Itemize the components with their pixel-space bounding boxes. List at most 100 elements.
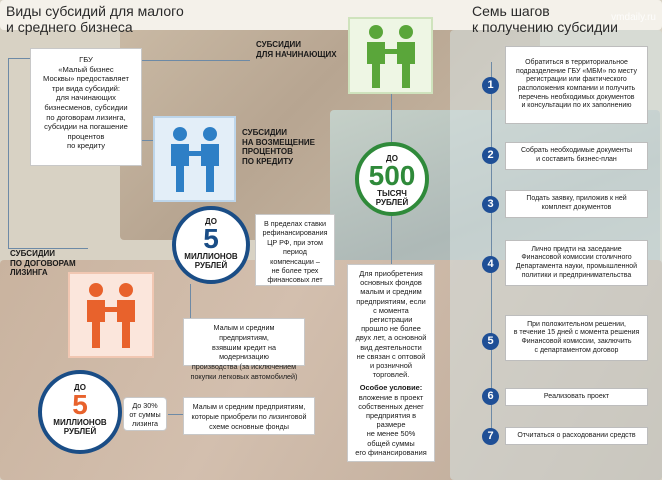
desc-line: покупки легковых автомобилей) xyxy=(190,371,298,381)
desc-line: взявшим кредит на модернизацию xyxy=(212,342,276,362)
connector-line xyxy=(8,248,88,249)
step-line: и консультации по их заполнению xyxy=(521,102,632,110)
limit-line: лизинга xyxy=(132,419,158,429)
intro-line: субсидии на погашение xyxy=(44,122,128,132)
label-line: СУБСИДИИ xyxy=(242,128,288,137)
desc-line: Малым и средним предприятиям, xyxy=(213,323,275,342)
special-line: вложение в проект xyxy=(358,392,424,402)
right-title-line: Семь шагов xyxy=(472,3,550,19)
header-background xyxy=(0,0,662,30)
condition-line: предприятиям, если xyxy=(356,296,426,306)
step-line: с департаментом договор xyxy=(534,346,619,354)
label-line: СУБСИДИИ xyxy=(256,40,302,49)
connector-line xyxy=(8,58,32,59)
start-amount-circle: ДО 500 ТЫСЯЧ РУБЛЕЙ xyxy=(355,142,429,216)
step-line: комплект документов xyxy=(541,204,612,211)
amount-value: 500 xyxy=(368,160,416,191)
leasing-people-icon-box xyxy=(68,272,154,358)
label-line: ЛИЗИНГА xyxy=(10,268,48,277)
condition-line: двух лет, а основной xyxy=(355,333,427,343)
step-4-box: Лично придти на заседание Финансовой ком… xyxy=(505,240,648,286)
label-line: ДЛЯ НАЧИНАЮЩИХ xyxy=(256,49,337,59)
left-title-line: и среднего бизнеса xyxy=(6,19,133,35)
intro-line: процентов xyxy=(67,131,105,141)
intro-box: ГБУ «Малый бизнес Москвы» предоставляет … xyxy=(30,48,142,166)
step-line: Отчитаться о расходовании средств xyxy=(517,431,636,439)
intro-line: Москвы» предоставляет xyxy=(43,74,129,84)
leasing-desc-box: Малым и средним предприятиям, которые пр… xyxy=(183,397,315,435)
start-conditions-box: Для приобретения основных фондов малым и… xyxy=(347,264,435,462)
condition-line: не связан с оптовой xyxy=(356,351,426,361)
two-people-handshake-icon xyxy=(87,283,135,348)
amount-prefix: ДО xyxy=(205,217,217,226)
special-condition-title: Особое условие: xyxy=(359,383,423,393)
credit-amount-circle: ДО 5 МИЛЛИОНОВ РУБЛЕЙ xyxy=(172,206,250,284)
subsidy-leasing-label: СУБСИДИИ ПО ДОГОВОРАМ ЛИЗИНГА xyxy=(10,249,76,278)
intro-line: «Малый бизнес xyxy=(58,64,114,74)
step-1-box: Обратиться в территориальное подразделен… xyxy=(505,46,648,124)
intro-line: для начинающих xyxy=(56,93,116,103)
amount-prefix: ДО xyxy=(74,383,86,392)
subsidy-credit-label: СУБСИДИИ НА ВОЗМЕЩЕНИЕ ПРОЦЕНТОВ ПО КРЕД… xyxy=(242,128,315,166)
left-title: Виды субсидий для малого и среднего бизн… xyxy=(6,3,184,35)
amount-unit: ТЫСЯЧ xyxy=(377,189,407,198)
amount-prefix: ДО xyxy=(386,154,398,163)
special-line: предприятия в размере xyxy=(365,411,417,430)
step-7-box: Отчитаться о расходовании средств xyxy=(505,427,648,445)
steps-connector xyxy=(491,62,492,442)
limit-line: финансовых лет xyxy=(267,275,323,285)
step-5-number: 5 xyxy=(482,333,499,350)
limit-line: ЦР РФ, при этом период xyxy=(267,237,323,257)
step-line: в течение 15 дней с момента решения xyxy=(513,329,640,337)
step-line: и составить бизнес-план xyxy=(536,156,617,163)
limit-line: от суммы xyxy=(129,410,161,420)
limit-line: компенсации – xyxy=(270,256,320,266)
two-people-handshake-icon xyxy=(366,24,415,88)
desc-line: схеме основные фонды xyxy=(209,421,289,431)
desc-line: Малым и средним предприятиям, xyxy=(192,402,306,411)
left-title-line: Виды субсидий для малого xyxy=(6,3,184,19)
limit-line: рефинансирования xyxy=(262,228,328,238)
step-2-number: 2 xyxy=(482,147,499,164)
credit-people-icon-box xyxy=(153,116,236,202)
step-line: Собрать необходимые документы xyxy=(520,147,632,155)
connector-line xyxy=(8,58,9,248)
step-line: подразделение ГБУ «МБМ» по месту xyxy=(516,67,637,75)
intro-line: по кредиту xyxy=(66,141,106,151)
desc-line: которые приобрели по лизинговой xyxy=(191,411,307,421)
step-5-box: При положительном решении, в течение 15 … xyxy=(505,315,648,361)
special-line: его финансирования xyxy=(355,447,427,457)
condition-line: и розничной торговлей. xyxy=(369,361,413,380)
label-line: ПО КРЕДИТУ xyxy=(242,156,294,166)
amount-unit: МИЛЛИОНОВ xyxy=(184,252,238,261)
two-people-handshake-icon xyxy=(170,127,219,192)
label-line: ПРОЦЕНТОВ xyxy=(242,147,293,156)
limit-line: не более трех xyxy=(271,266,319,276)
step-line: Обратиться в территориальное xyxy=(525,59,628,67)
limit-line: В пределах ставки xyxy=(263,219,327,228)
amount-unit: МИЛЛИОНОВ xyxy=(53,418,107,427)
step-3-number: 3 xyxy=(482,196,499,213)
condition-line: прошло не более xyxy=(361,324,421,334)
step-4-number: 4 xyxy=(482,256,499,273)
condition-line: вид деятельности xyxy=(360,342,422,352)
step-line: Реализовать проект xyxy=(543,392,610,400)
step-line: Департамента науки, промышленной xyxy=(515,263,638,270)
amount-value: 5 xyxy=(203,223,219,254)
condition-line: основных фондов xyxy=(360,278,422,288)
connector-line xyxy=(391,216,392,264)
limit-line: До 30% xyxy=(132,401,158,410)
connector-line xyxy=(190,284,191,320)
leasing-limit-box: До 30% от суммы лизинга xyxy=(123,397,167,431)
label-line: НА ВОЗМЕЩЕНИЕ xyxy=(242,137,315,147)
step-line: Подать заявку, приложив к ней xyxy=(526,195,627,203)
right-title: Семь шагов к получению субсидии xyxy=(472,3,618,35)
amount-value: 5 xyxy=(72,389,88,420)
condition-line: Для приобретения xyxy=(359,269,423,278)
amount-unit: РУБЛЕЙ xyxy=(63,427,97,436)
step-line: Финансовой комиссии столичного xyxy=(521,254,632,262)
step-line: перечень необходимых документов xyxy=(518,93,635,101)
step-1-number: 1 xyxy=(482,77,499,94)
step-2-box: Собрать необходимые документы и составит… xyxy=(505,142,648,170)
special-line: не менее 50% xyxy=(366,429,416,439)
